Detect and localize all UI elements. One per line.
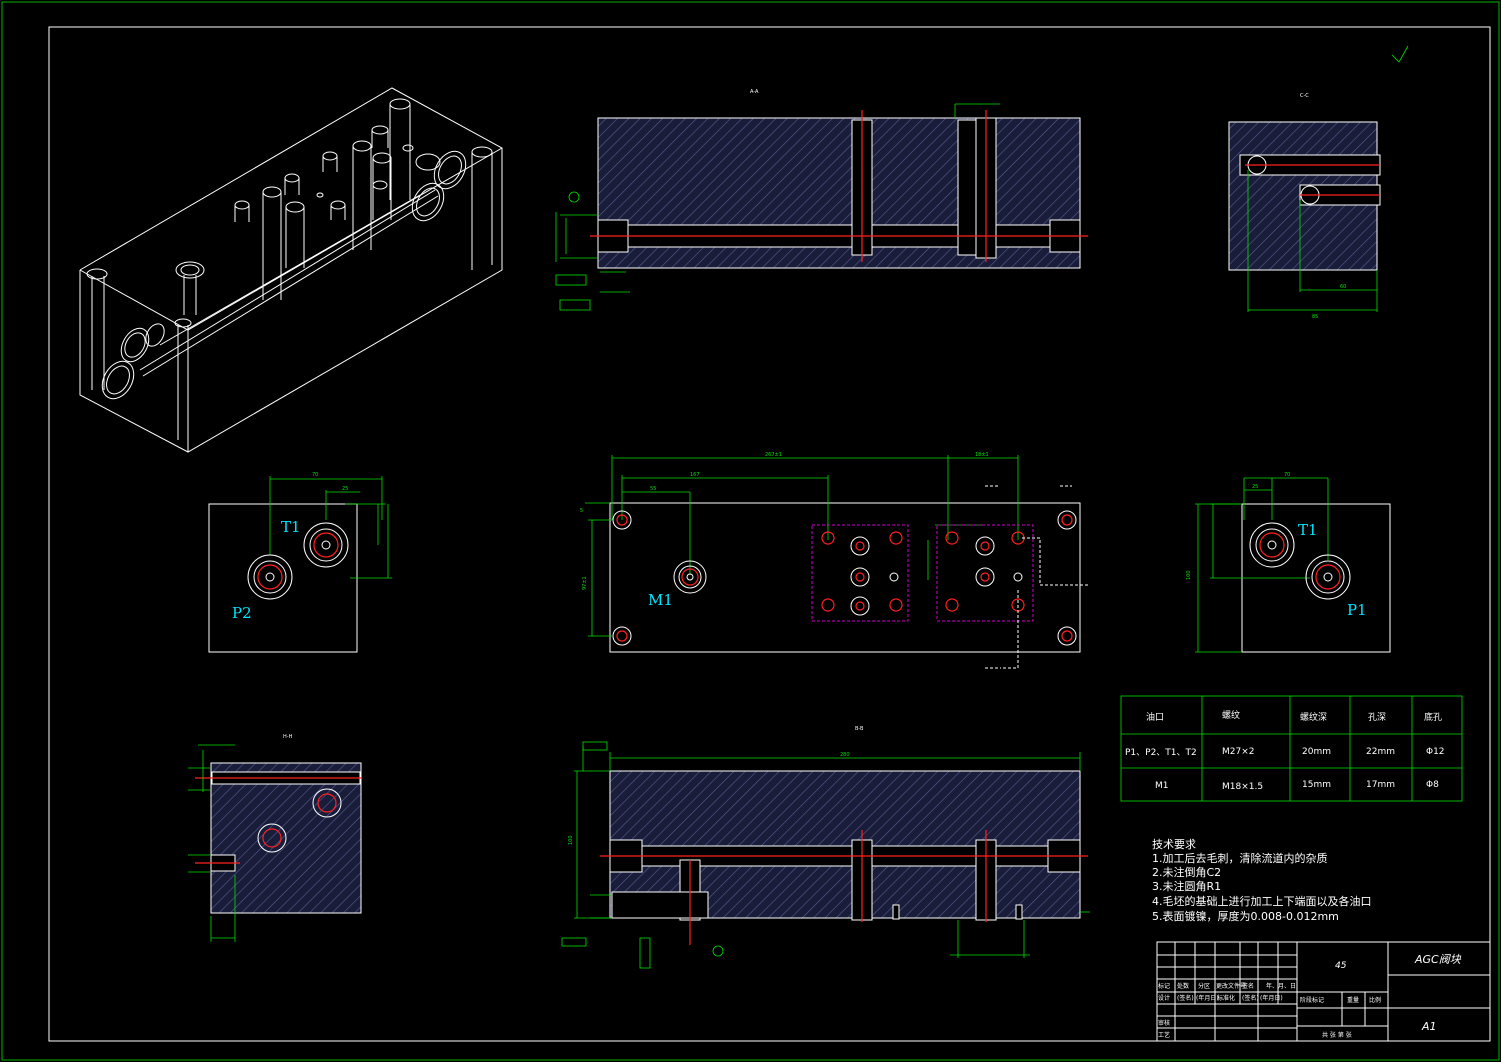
- table-cell-r1-thread: M27×2: [1222, 747, 1254, 757]
- tb-mark: 标记: [1158, 982, 1170, 990]
- section-aa-label: A-A: [750, 89, 759, 95]
- tb-standard-date: (年月日): [1260, 994, 1283, 1002]
- tb-process: 工艺: [1158, 1031, 1170, 1039]
- center-plan-view: 267±1 167 55 18±1 97±1 5 M1: [580, 452, 1090, 669]
- tb-weight: 重量: [1347, 996, 1359, 1004]
- dim-bb-h: 100: [568, 835, 574, 845]
- tb-design: 设计: [1158, 994, 1170, 1002]
- table-cell-r2-thread: M18×1.5: [1222, 782, 1263, 792]
- table-cell-r1-pilot-hole: Φ12: [1426, 747, 1445, 757]
- tb-change-doc: 更改文件号: [1216, 982, 1246, 990]
- table-cell-r1-thread-depth: 20mm: [1302, 747, 1331, 757]
- table-header-hole-depth: 孔深: [1368, 712, 1386, 723]
- table-cell-r2-thread-depth: 15mm: [1302, 780, 1331, 790]
- dim-top-w: 70: [312, 472, 318, 478]
- table-header-thread: 螺纹: [1222, 709, 1240, 721]
- dim-bb-len: 280: [840, 752, 850, 758]
- port-table: 油口 螺纹 螺纹深 孔深 底孔 P1、P2、T1、T2 M27×2 20mm 2…: [1120, 695, 1463, 802]
- dim-plan-167: 167: [690, 472, 700, 478]
- tb-stage: 阶段标记: [1300, 996, 1324, 1004]
- tb-standard-sign: (签名): [1242, 994, 1259, 1002]
- tb-scale: 比例: [1369, 996, 1381, 1004]
- section-bb-label: B-B: [855, 726, 864, 732]
- port-label-m1: M1: [648, 591, 673, 609]
- tb-part-name: AGC阀块: [1414, 953, 1462, 966]
- section-hh-label: H-H: [283, 734, 293, 740]
- dim-plan-side: 97±1: [582, 576, 588, 590]
- port-label-right-t1: T1: [1298, 521, 1318, 539]
- table-cell-r1-port: P1、P2、T1、T2: [1125, 748, 1197, 758]
- table-cell-r2-hole-depth: 17mm: [1366, 780, 1395, 790]
- dim-plan-55: 55: [650, 486, 656, 492]
- isometric-view: [79, 87, 503, 453]
- tb-material: 45: [1335, 961, 1347, 971]
- dim-rt-w: 70: [1284, 472, 1290, 478]
- tech-req-item: 3.未注圆角R1: [1152, 879, 1221, 893]
- surface-finish-symbol: [1391, 45, 1409, 63]
- tb-design-sign: (签名): [1177, 994, 1194, 1002]
- dim-plan-18: 18±1: [975, 452, 989, 458]
- dim-plan-total: 267±1: [765, 452, 782, 458]
- tb-sheet-count: 共 张 第 张: [1322, 1031, 1352, 1039]
- section-a-a: A-A: [555, 89, 1088, 311]
- tb-date: 年、月、日: [1266, 982, 1296, 990]
- table-cell-r2-port: M1: [1155, 781, 1169, 791]
- table-header-thread-depth: 螺纹深: [1300, 711, 1327, 723]
- tech-req-item: 1.加工后去毛刺，清除流道内的杂质: [1152, 851, 1328, 865]
- table-header-pilot-hole: 底孔: [1424, 711, 1442, 723]
- dim-rt-side: 100: [1186, 570, 1192, 580]
- section-h-h: H-H: [188, 734, 362, 942]
- dim-cc-60: 60: [1340, 284, 1346, 290]
- tb-count: 处数: [1177, 982, 1189, 990]
- inner-border: [48, 26, 1491, 1042]
- port-label-left-t1: T1: [281, 518, 301, 536]
- table-header-port: 油口: [1146, 711, 1164, 723]
- section-c-c: C-C 60 85: [1228, 93, 1381, 320]
- tb-signature: 签名: [1242, 982, 1254, 990]
- table-cell-r1-hole-depth: 22mm: [1366, 747, 1395, 757]
- tb-design-date: (年月日): [1196, 994, 1219, 1002]
- dim-cc-85: 85: [1312, 314, 1318, 320]
- tech-requirements: 技术要求 1.加工后去毛刺，清除流道内的杂质 2.未注倒角C2 3.未注圆角R1…: [1152, 838, 1372, 923]
- left-port-view: 70 25 T1 P2: [208, 472, 392, 653]
- table-cell-r2-pilot-hole: Φ8: [1426, 780, 1439, 790]
- tb-sheet-size: A1: [1421, 1020, 1437, 1033]
- section-b-b: B-B 280 100: [561, 726, 1090, 969]
- tb-review: 审核: [1158, 1019, 1170, 1027]
- tech-req-title: 技术要求: [1152, 838, 1196, 851]
- dim-rt-25: 25: [1252, 484, 1258, 490]
- tech-req-item: 5.表面镀镍，厚度为0.008-0.012mm: [1152, 909, 1339, 923]
- title-block: 标记 处数 分区 更改文件号 签名 年、月、日 设计 (签名) (年月日) 标准…: [1156, 941, 1491, 1042]
- section-cc-label: C-C: [1300, 93, 1309, 99]
- dim-plan-top: 5: [580, 508, 583, 514]
- tb-zone: 分区: [1198, 982, 1210, 990]
- port-label-left-p2: P2: [232, 604, 252, 622]
- right-port-view: 70 25 100 T1 P1: [1186, 472, 1391, 653]
- tb-standard: 标准化: [1217, 994, 1235, 1002]
- tech-req-item: 4.毛坯的基础上进行加工上下端面以及各油口: [1152, 894, 1372, 908]
- port-label-right-p1: P1: [1347, 601, 1367, 619]
- tech-req-item: 2.未注倒角C2: [1152, 865, 1221, 879]
- dim-top-25: 25: [342, 486, 348, 492]
